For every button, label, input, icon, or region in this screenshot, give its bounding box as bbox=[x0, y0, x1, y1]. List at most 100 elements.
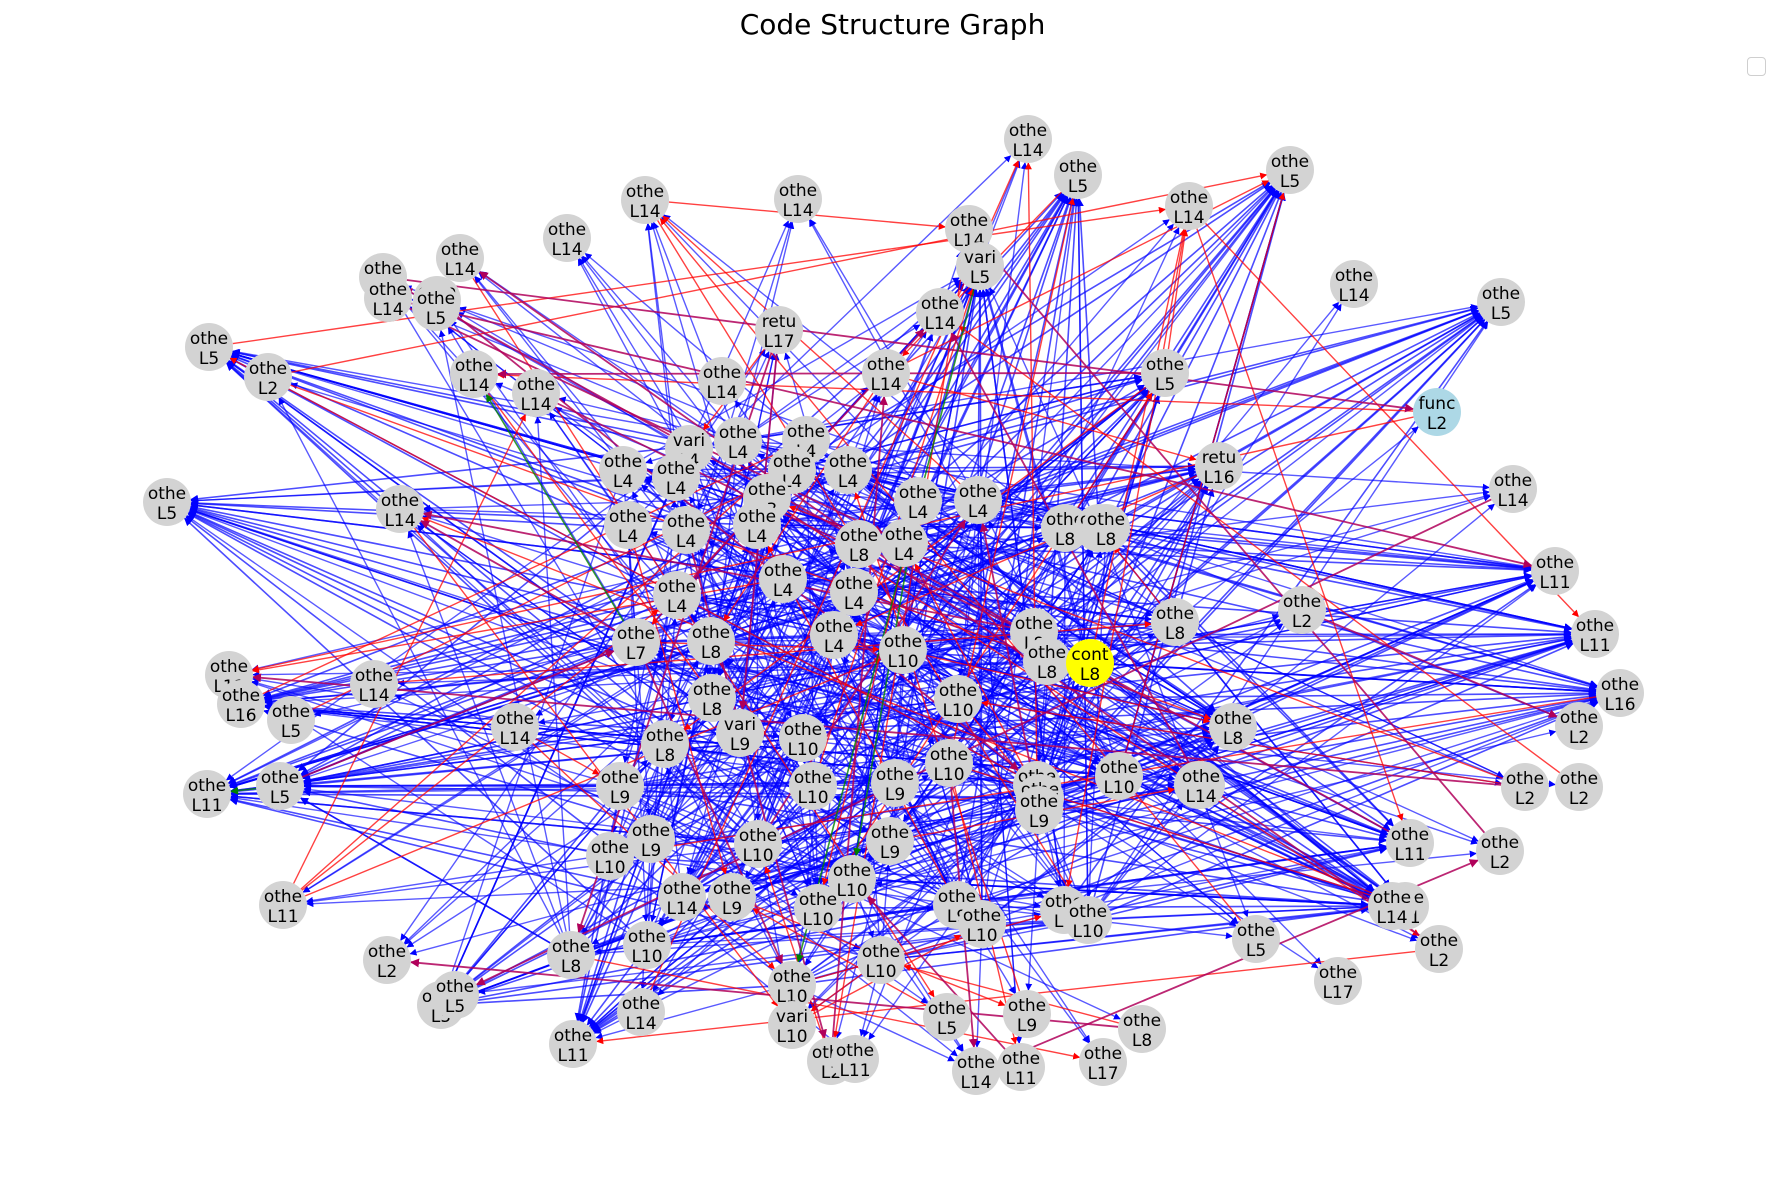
node-circle bbox=[1151, 598, 1199, 646]
edge bbox=[1063, 800, 1387, 843]
node-type-label: othe bbox=[148, 484, 186, 504]
node-type-label: othe bbox=[417, 289, 455, 309]
node-type-label: othe bbox=[1506, 769, 1544, 789]
node-circle bbox=[617, 988, 665, 1036]
edge bbox=[1204, 222, 1580, 618]
node-type-label: othe bbox=[1560, 708, 1598, 728]
edge bbox=[406, 745, 721, 948]
node-circle bbox=[1476, 827, 1524, 875]
node-line-label: L2 bbox=[1569, 728, 1589, 748]
edge bbox=[226, 362, 801, 893]
node-type-label: vari bbox=[673, 431, 705, 451]
node-type-label: othe bbox=[738, 507, 776, 527]
edge bbox=[767, 545, 947, 885]
node-line-label: L14 bbox=[499, 729, 530, 749]
node-type-label: othe bbox=[1601, 675, 1639, 695]
node-type-label: othe bbox=[1009, 121, 1047, 141]
edge bbox=[754, 548, 762, 821]
node-type-label: othe bbox=[692, 623, 730, 643]
node-type-label: othe bbox=[835, 574, 873, 594]
node-type-label: othe bbox=[862, 942, 900, 962]
node-circle bbox=[364, 274, 412, 322]
node-line-label: L10 bbox=[836, 881, 867, 901]
node-circle bbox=[687, 617, 735, 665]
edge bbox=[772, 188, 1276, 826]
node-line-label: L14 bbox=[384, 511, 415, 531]
node-circle bbox=[627, 815, 675, 863]
node-circle bbox=[586, 832, 634, 880]
node-circle bbox=[1177, 761, 1225, 809]
node-type-label: othe bbox=[928, 999, 966, 1019]
node-line-label: L5 bbox=[1491, 304, 1511, 324]
node-circle bbox=[653, 571, 701, 619]
edge bbox=[688, 724, 1210, 744]
node-line-label: L8 bbox=[1223, 729, 1243, 749]
node-line-label: L14 bbox=[960, 1073, 991, 1093]
node-line-label: L9 bbox=[880, 843, 900, 863]
edge bbox=[1061, 815, 1383, 902]
node-type-label: othe bbox=[617, 624, 655, 644]
chart-title: Code Structure Graph bbox=[739, 8, 1046, 41]
node-circle bbox=[934, 675, 982, 723]
node-line-label: L10 bbox=[1072, 922, 1103, 942]
node-line-label: L11 bbox=[1539, 573, 1570, 593]
node-line-label: L8 bbox=[1096, 530, 1116, 550]
edge bbox=[700, 596, 1067, 660]
node-circle bbox=[1596, 669, 1644, 717]
edge bbox=[1061, 639, 1573, 804]
node-line-label: L10 bbox=[787, 740, 818, 760]
node-circle bbox=[1082, 504, 1130, 552]
node-circle bbox=[1004, 115, 1052, 163]
edge bbox=[967, 227, 1180, 678]
node-line-label: L2 bbox=[1490, 853, 1510, 873]
node-type-label: othe bbox=[622, 994, 660, 1014]
node-type-label: othe bbox=[779, 181, 817, 201]
node-type-label: othe bbox=[1100, 758, 1138, 778]
node-type-label: othe bbox=[1020, 792, 1058, 812]
node-line-label: L16 bbox=[1203, 468, 1234, 488]
edge bbox=[739, 521, 765, 710]
node-line-label: L8 bbox=[702, 700, 722, 720]
node-type-label: othe bbox=[1560, 769, 1598, 789]
node-type-label: othe bbox=[930, 745, 968, 765]
node-line-label: L4 bbox=[824, 637, 844, 657]
node-line-label: L10 bbox=[742, 846, 773, 866]
edge bbox=[914, 563, 1030, 778]
node-line-label: L10 bbox=[966, 926, 997, 946]
edge bbox=[422, 514, 655, 589]
edge bbox=[416, 524, 741, 829]
edge bbox=[1050, 486, 1209, 778]
node-circle bbox=[1141, 349, 1189, 397]
edge bbox=[925, 657, 1478, 845]
node-circle bbox=[623, 921, 671, 969]
edge bbox=[302, 788, 587, 852]
edge bbox=[762, 494, 1491, 727]
node-circle bbox=[768, 961, 816, 1009]
edge bbox=[306, 779, 1096, 904]
node-line-label: L10 bbox=[631, 947, 662, 967]
node-circle bbox=[759, 555, 807, 603]
edge bbox=[1000, 503, 1495, 910]
edge bbox=[1113, 546, 1161, 604]
node-line-label: L4 bbox=[968, 502, 988, 522]
node-type-label: othe bbox=[1373, 888, 1411, 908]
node-line-label: L8 bbox=[701, 643, 721, 663]
